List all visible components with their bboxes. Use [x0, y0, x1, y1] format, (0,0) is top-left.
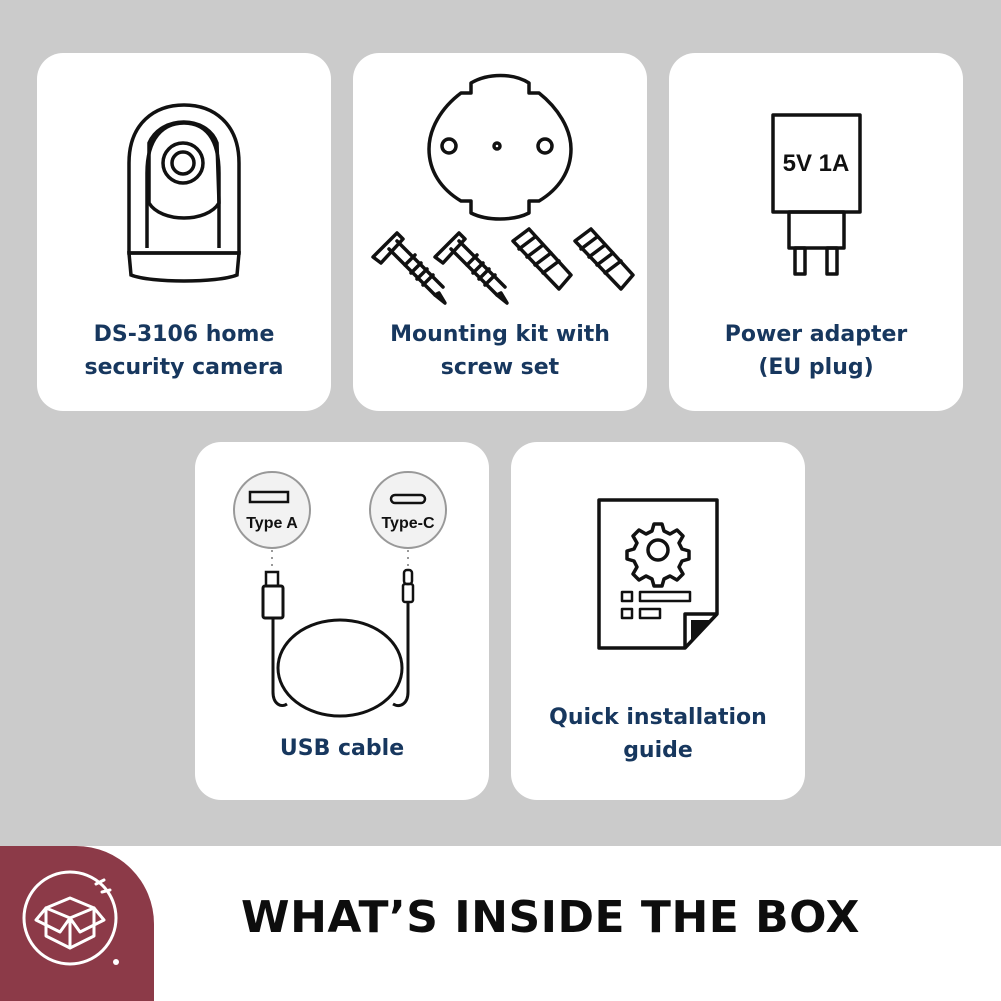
- caption-line: guide: [623, 738, 693, 763]
- usb-type-c-label: Type-C: [381, 515, 434, 532]
- caption-line: screw set: [440, 355, 560, 380]
- security-camera-icon: [127, 103, 241, 283]
- page-title: WHAT’S INSIDE THE BOX: [241, 892, 860, 943]
- caption-line: security camera: [84, 355, 284, 380]
- item-caption: Power adapter (EU plug): [679, 318, 953, 384]
- footer-banner: WHAT’S INSIDE THE BOX: [0, 846, 1001, 1001]
- adapter-rating-label: 5V 1A: [783, 150, 850, 177]
- usb-type-a-label: Type A: [246, 515, 298, 532]
- caption-line: (EU plug): [758, 355, 874, 380]
- caption-line: Power adapter: [724, 322, 908, 347]
- caption-line: USB cable: [279, 736, 405, 761]
- mounting-kit-icon: [371, 73, 635, 305]
- usb-cable-icon: Type A Type-C: [233, 471, 447, 718]
- item-card-power-adapter: 5V 1A Power adapter (EU plug): [669, 53, 963, 411]
- item-card-camera: DS-3106 home security camera: [37, 53, 331, 411]
- item-caption: DS-3106 home security camera: [47, 318, 321, 384]
- item-card-usb-cable: Type A Type-C USB cable: [195, 442, 489, 800]
- installation-guide-icon: [597, 498, 719, 650]
- box-badge: [0, 846, 154, 1001]
- caption-line: Mounting kit with: [390, 322, 610, 347]
- item-card-mounting-kit: Mounting kit with screw set: [353, 53, 647, 411]
- item-caption: Mounting kit with screw set: [363, 318, 637, 384]
- item-card-installation-guide: Quick installation guide: [511, 442, 805, 800]
- item-caption: USB cable: [205, 732, 479, 765]
- open-box-icon: [22, 870, 119, 966]
- power-adapter-icon: 5V 1A: [771, 113, 862, 276]
- item-caption: Quick installation guide: [521, 701, 795, 767]
- caption-line: DS-3106 home: [93, 322, 275, 347]
- caption-line: Quick installation: [549, 705, 767, 730]
